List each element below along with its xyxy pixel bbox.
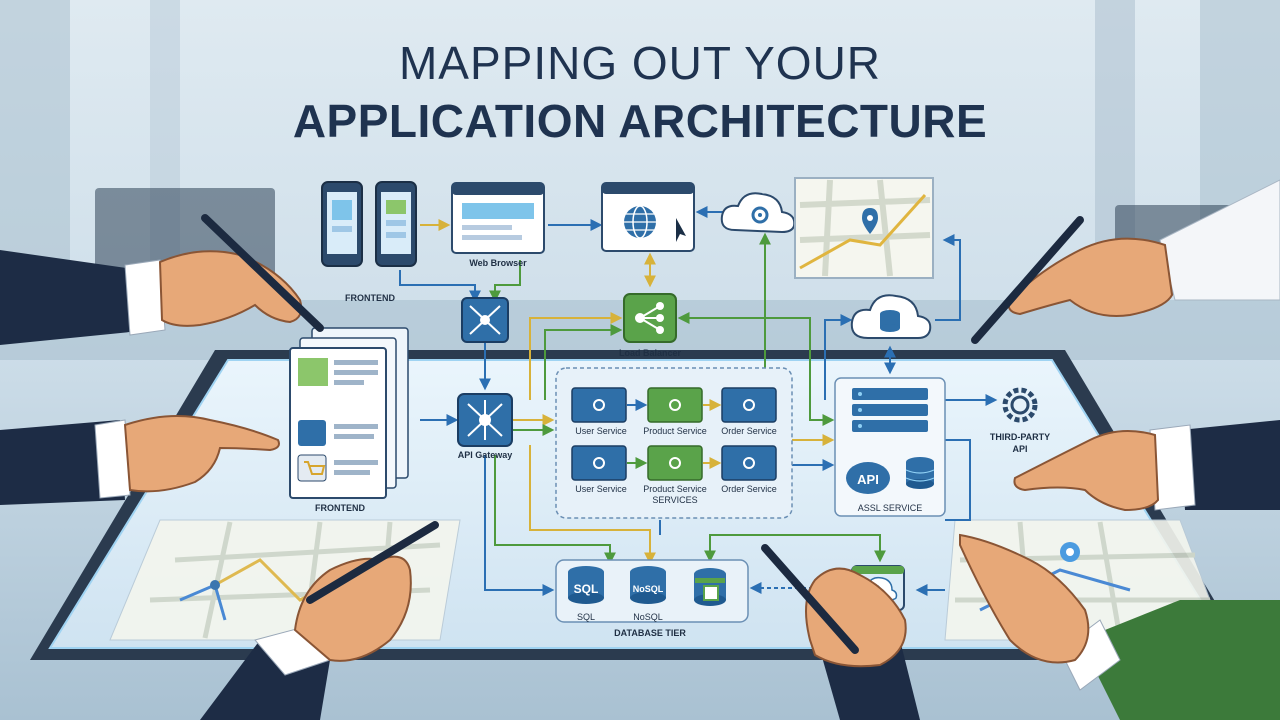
database-tier-label: DATABASE TIER [614,628,686,638]
product-service-label-1: Product Service [643,426,707,436]
web-browser-window [451,182,545,254]
assl-service-label: ASSL SERVICE [857,503,923,513]
api-gateway-label: API Gateway [457,450,513,460]
globe-browser-icon [601,182,695,252]
cloud-database-icon [850,294,932,339]
api-gateway-icon [457,393,513,447]
map-card [794,177,934,279]
mobile-device-icon [321,181,417,267]
order-service-label-1: Order Service [721,426,777,436]
api-badge-label: API [857,472,879,487]
user-service-label-1: User Service [575,426,627,436]
web-browser-label: Web Browser [469,258,527,268]
order-service-label-2: Order Service [721,484,777,494]
database-tier-region [555,559,749,623]
third-party-gear-icon [1002,387,1038,423]
sql-database-icon [568,566,604,604]
storage-database-icon [694,568,726,606]
third-party-label-1: THIRD-PARTY [989,432,1051,442]
frontend-window [289,327,409,499]
sql-label: SQL [576,612,596,622]
title-line-1: MAPPING OUT YOUR [398,37,882,89]
load-balancer-label: Load Balancer [618,348,682,358]
load-balancer-icon [623,293,677,343]
nosql-database-icon [630,566,666,604]
nosql-icon-label: NoSQL [632,584,664,594]
sql-icon-label: SQL [573,582,599,596]
service-containers [571,387,777,481]
product-service-label-2: Product Service [643,484,707,494]
server-panel [834,377,946,517]
hands-illustration [0,179,1280,720]
map-pin-icon [1060,542,1080,562]
cloud-gear-icon [720,192,796,234]
services-label: SERVICES [652,495,698,505]
frontend-bottom-label: FRONTEND [315,503,365,513]
network-hub-icon [461,297,509,343]
user-service-label-2: User Service [575,484,627,494]
nosql-label: NoSQL [633,612,663,622]
frontend-top-label: FRONTEND [345,293,395,303]
title-line-2: APPLICATION ARCHITECTURE [292,95,988,147]
third-party-label-2: API [1012,444,1028,454]
